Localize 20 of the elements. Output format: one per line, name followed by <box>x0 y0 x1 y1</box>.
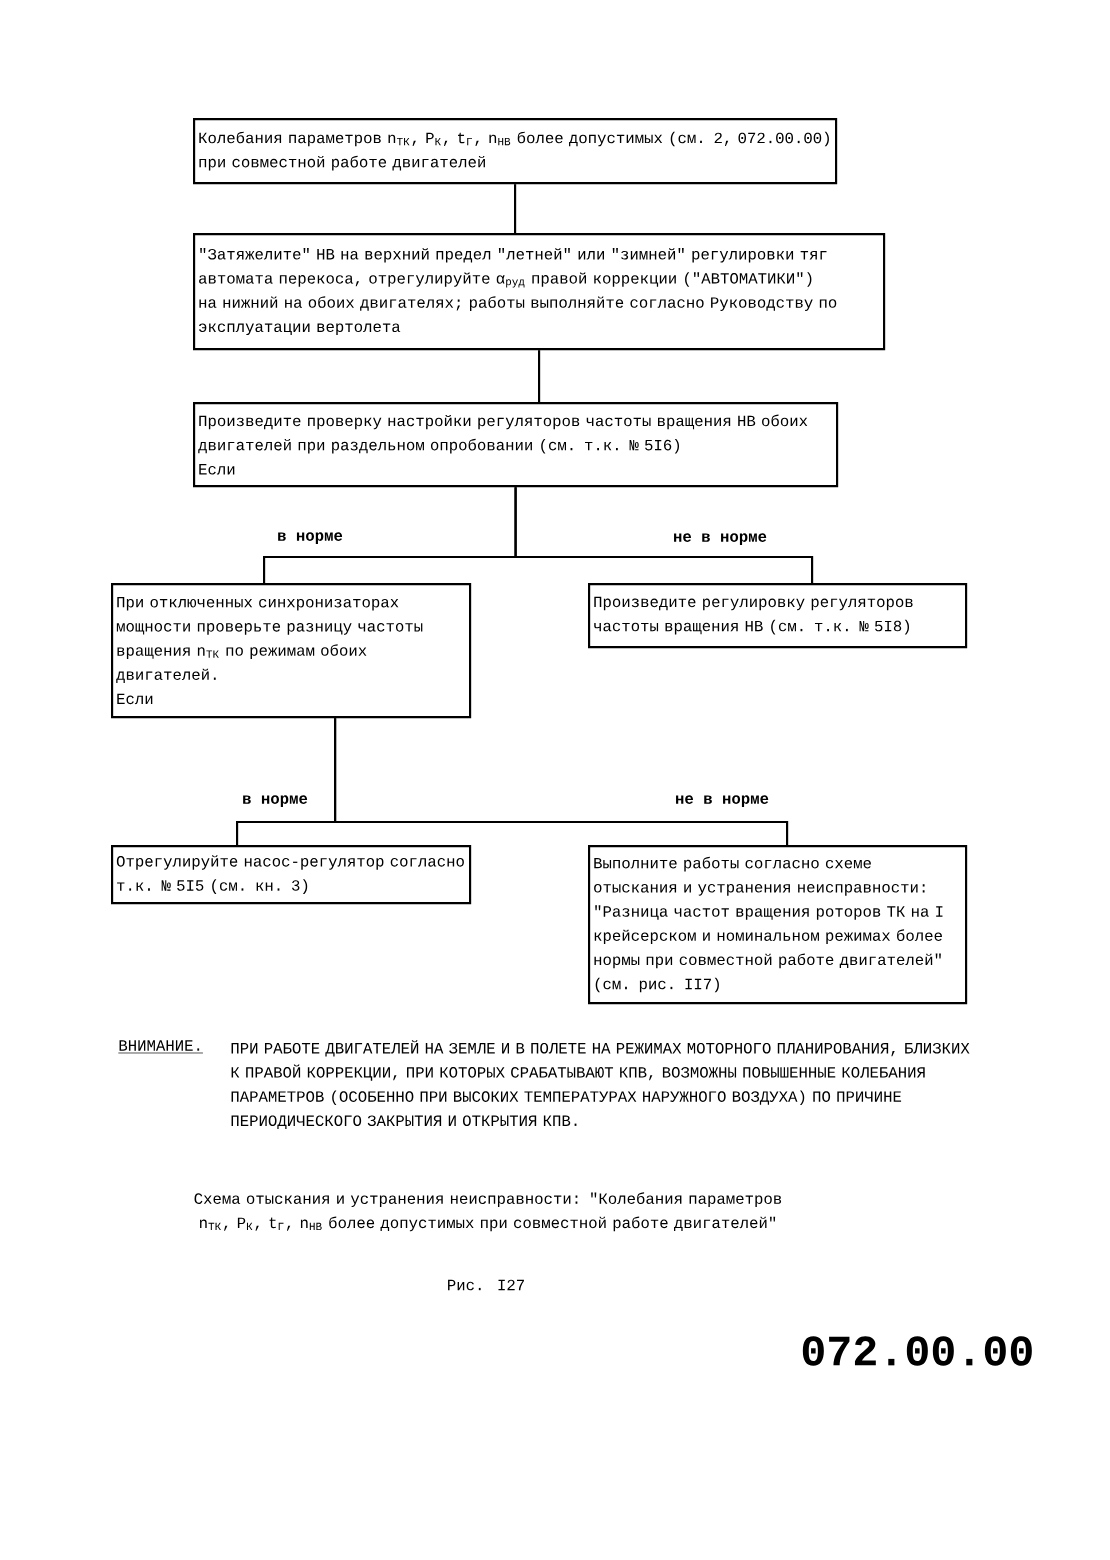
connector-line <box>334 718 789 845</box>
connector-line <box>538 350 541 402</box>
figure-number: Рис. I27 <box>448 1279 524 1291</box>
process-box: При отключенных синхронизаторах мощности проверьте разницу частоты вращения n$_{ТК}$ по режимам обоих двигателей. Если <box>111 583 472 719</box>
process-box: Колебания параметров n$_{ТК}$, P$_{К}$, t$_{Г}$, n$_{НВ}$ более допустимых (см. 2, 072.00.00) при совместной работе двигателей <box>193 118 838 185</box>
edge-label: в норме <box>240 793 310 809</box>
warning-heading: ВНИМАНИЕ. <box>118 1040 204 1054</box>
process-box: Отрегулируйте насос-регулятор согласно т.к. № 5I5 (см. кн. 3) <box>111 845 472 905</box>
warning-text: ПРИ РАБОТЕ ДВИГАТЕЛЕЙ НА ЗЕМЛЕ И В ПОЛЕТЕ НА РЕЖИМАХ МОТОРНОГО ПЛАНИРОВАНИЯ, БЛИЗКИХ К ПРАВОЙ КОРРЕКЦИИ, ПРИ КОТОРЫХ СРАБАТЫВАЮТ КПВ, ВОЗМОЖНЫ ПОВЫШЕННЫЕ КОЛЕБАНИЯ ПАРАМЕТРОВ (ОСОБЕННО ПРИ ВЫСОКИХ ТЕМПЕРАТУРАХ НАРУЖНОГО ВОЗДУХА) ПО ПРИЧИНЕ ПЕРИОДИЧЕСКОГО ЗАКРЫТИЯ И ОТКРЫТИЯ КПВ. <box>231 1040 970 1129</box>
process-box: Выполните работы согласно схеме отыскания и устранения неисправности: "Разница частот вращения роторов ТК на I крейсерском и номинальном режимах более нормы при совместной работе двигателей" (см. рис. II7) <box>588 845 968 1005</box>
caption: Схема отыскания и устранения неисправности: "Колебания параметров n$_{ТК}$, P$_{К}$, t$_{Г}$, n$_{НВ}$ более допустимых при совместной работе двигателей" <box>194 1192 782 1232</box>
process-box: "Затяжелите" НВ на верхний предел "летней" или "зимней" регулировки тяг автомата перекоса, отрегулируйте α$_{руд}$ правой коррекции ("АВТОМАТИКИ") на нижний на обоих двигателях; работы выполняйте согласно Руководству по эксплуатации вертолета <box>193 233 886 351</box>
connector-line <box>514 487 814 583</box>
edge-label: не в норме <box>671 531 769 547</box>
connector-line <box>514 184 517 233</box>
process-box: Произведите проверку настройки регуляторов частоты вращения НВ обоих двигателей при раздельном опробовании (см. т.к. № 5I6) Если <box>193 402 839 488</box>
edge-label: не в норме <box>673 793 771 809</box>
edge-label: в норме <box>275 530 345 546</box>
process-box: Произведите регулировку регуляторов частоты вращения НВ (см. т.к. № 5I8) <box>588 583 968 649</box>
page-number: 072.00.00 <box>802 1336 1032 1366</box>
